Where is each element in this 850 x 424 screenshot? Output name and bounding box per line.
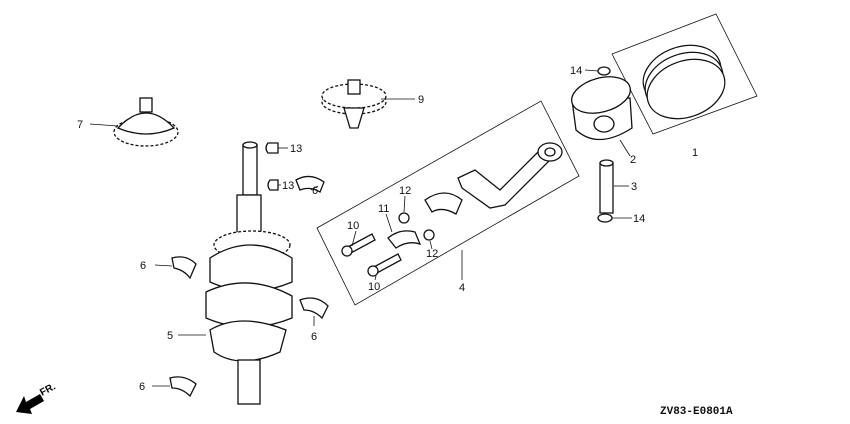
- piston-rings: [642, 44, 726, 120]
- callout-6: 6: [311, 331, 317, 343]
- ring-set-box: [611, 13, 758, 135]
- callout-6: 6: [312, 185, 318, 197]
- piston: [571, 76, 633, 141]
- key: [267, 179, 279, 191]
- diagram-code: ZV83-E0801A: [660, 406, 733, 418]
- callout-5: 5: [167, 330, 173, 342]
- callout-13: 13: [290, 143, 302, 155]
- pin-clip: [597, 66, 611, 76]
- callout-7: 7: [77, 119, 83, 131]
- callout-14: 14: [570, 65, 582, 77]
- crankshaft: [205, 141, 293, 405]
- callout-2: 2: [630, 154, 636, 166]
- bearing: [169, 376, 197, 398]
- callout-14: 14: [633, 213, 645, 225]
- callout-13: 13: [282, 180, 294, 192]
- callout-6: 6: [140, 260, 146, 272]
- bearing: [171, 256, 197, 280]
- key: [265, 142, 279, 154]
- front-label: FR.: [38, 381, 58, 398]
- callout-10: 10: [368, 281, 380, 293]
- rod-bolt: [341, 233, 376, 257]
- connecting-rod: [424, 142, 563, 215]
- washer: [423, 229, 435, 241]
- cam-gear: [321, 79, 387, 129]
- callout-12: 12: [426, 248, 438, 260]
- piston-pin: [599, 159, 614, 214]
- leader-lines: [89, 69, 632, 387]
- rod-bolt: [367, 253, 402, 277]
- callout-4: 4: [459, 282, 465, 294]
- front-arrow-icon: [16, 394, 44, 414]
- bearing: [299, 297, 329, 320]
- crank-gear: [113, 97, 179, 147]
- callout-10: 10: [347, 220, 359, 232]
- washer: [398, 212, 410, 224]
- callout-12: 12: [399, 185, 411, 197]
- callout-9: 9: [418, 94, 424, 106]
- rod-assembly-box: [316, 100, 580, 306]
- callout-11: 11: [378, 203, 389, 215]
- callout-3: 3: [631, 181, 637, 193]
- pin-clip: [597, 213, 613, 223]
- bearing: [295, 175, 325, 193]
- oil-dipper: [387, 230, 422, 249]
- front-direction-marker: FR.: [16, 381, 58, 414]
- callout-6: 6: [139, 381, 145, 393]
- callout-1: 1: [692, 147, 698, 159]
